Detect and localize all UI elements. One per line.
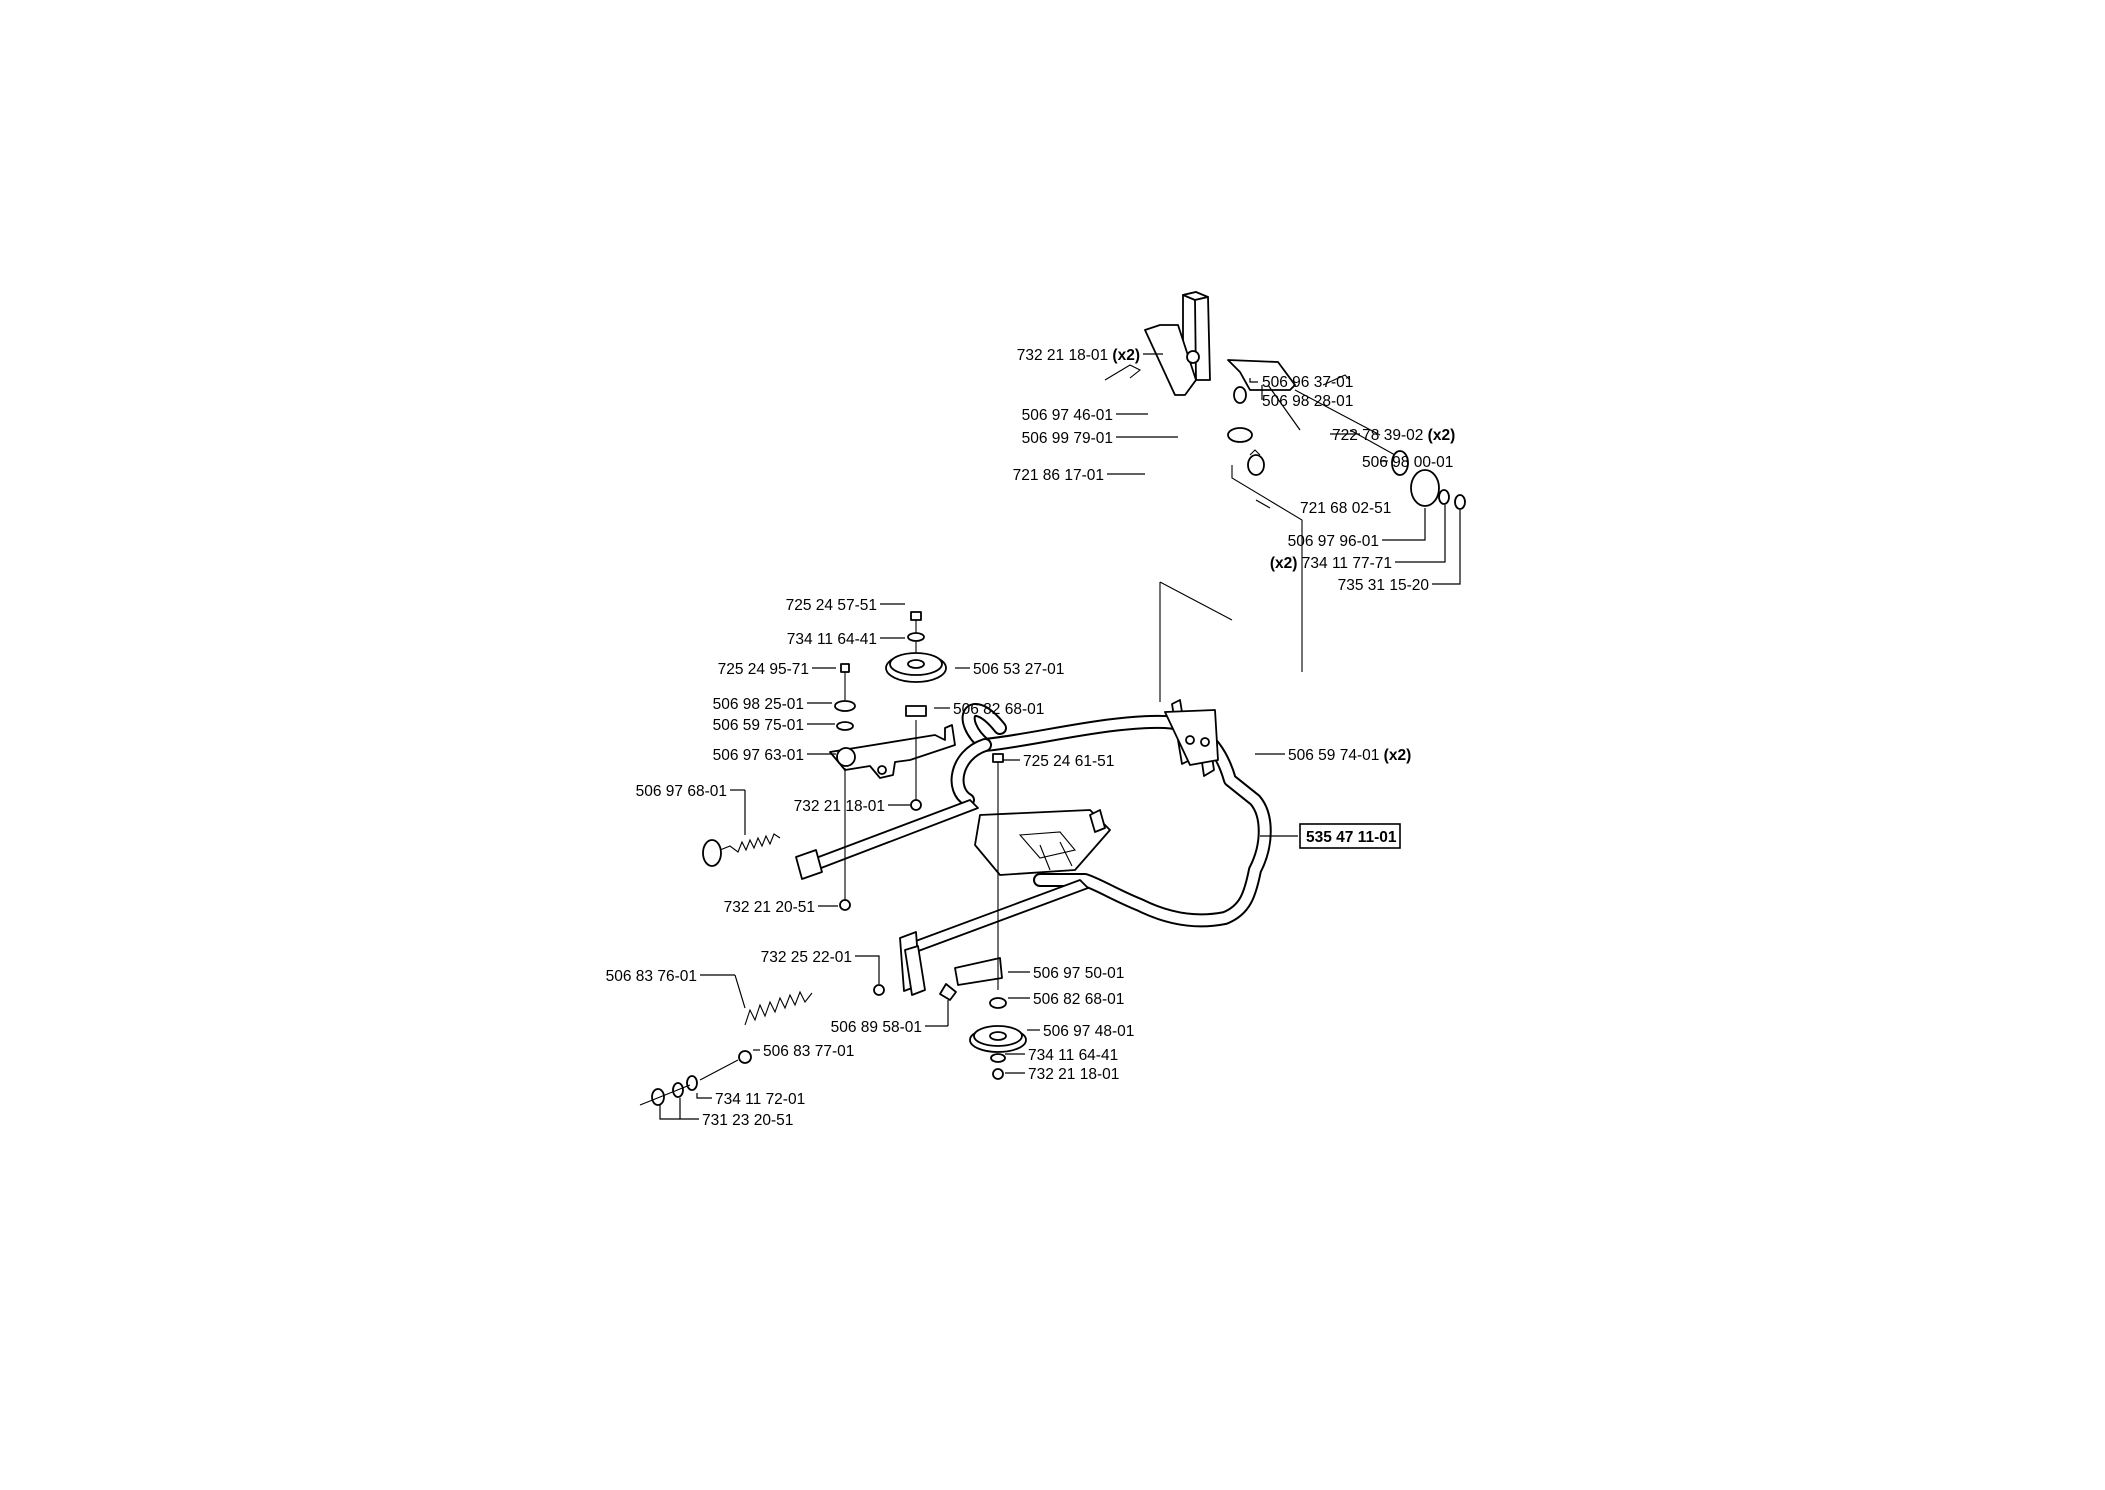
assembly-box-frame [1299, 823, 1401, 849]
part-callout-c09[interactable]: 721 68 02-51 [1300, 500, 1391, 517]
part-callout-c05[interactable]: 506 96 37-01 [1262, 374, 1353, 391]
part-callout-c23[interactable]: 506 97 68-01 [636, 783, 727, 800]
part-callout-c18[interactable]: 506 82 68-01 [953, 701, 1044, 718]
part-callout-c02[interactable]: 506 97 46-01 [1022, 407, 1113, 424]
hardware-drawing [639, 291, 1466, 1106]
part-callout-c29[interactable]: 506 82 68-01 [1033, 991, 1124, 1008]
assembly-number-label: 535 47 11-01 [1306, 829, 1397, 846]
part-callout-c22[interactable]: 725 24 61-51 [1023, 753, 1114, 770]
part-callout-c31[interactable]: 506 97 48-01 [1043, 1023, 1134, 1040]
part-callout-c19[interactable]: 506 59 75-01 [713, 717, 804, 734]
part-callout-c33[interactable]: 734 11 64-41 [1028, 1047, 1118, 1064]
part-callout-c36[interactable]: 731 23 20-51 [702, 1112, 793, 1129]
part-callout-c04[interactable]: 721 86 17-01 [1013, 467, 1104, 484]
part-callout-c17[interactable]: 506 98 25-01 [713, 696, 804, 713]
part-callout-c34[interactable]: 732 21 18-01 [1028, 1066, 1119, 1083]
part-callout-c15[interactable]: 506 53 27-01 [973, 661, 1064, 678]
part-callout-c14[interactable]: 734 11 64-41 [787, 631, 877, 648]
part-callout-c30[interactable]: 506 89 58-01 [831, 1019, 922, 1036]
part-callout-c13[interactable]: 725 24 57-51 [786, 597, 877, 614]
part-callout-c27[interactable]: 506 97 50-01 [1033, 965, 1124, 982]
part-callout-c06[interactable]: 506 98 28-01 [1262, 393, 1353, 410]
part-callout-c20[interactable]: 506 97 63-01 [713, 747, 804, 764]
part-callout-c08[interactable]: 506 98 00-01 [1362, 454, 1453, 471]
assembly-number-box[interactable]: 535 47 11-01 [1299, 823, 1401, 849]
part-callout-c32[interactable]: 506 83 77-01 [763, 1043, 854, 1060]
part-callout-c10[interactable]: 506 97 96-01 [1288, 533, 1379, 550]
frame-drawing [795, 699, 1272, 996]
part-callout-c03[interactable]: 506 99 79-01 [1022, 430, 1113, 447]
callout-labels: 732 21 18-01 (x2) 506 97 46-01 506 99 79… [606, 347, 1456, 1129]
part-callout-c28[interactable]: 506 83 76-01 [606, 968, 697, 985]
part-callout-c01[interactable]: 732 21 18-01 (x2) [1017, 347, 1140, 364]
leader-lines [659, 353, 1461, 1120]
part-callout-c26[interactable]: 732 25 22-01 [761, 949, 852, 966]
part-callout-c07[interactable]: 722 78 39-02 (x2) [1332, 427, 1455, 444]
part-callout-c16[interactable]: 725 24 95-71 [718, 661, 809, 678]
part-callout-c35[interactable]: 734 11 72-01 [715, 1091, 805, 1108]
part-callout-c21[interactable]: 506 59 74-01 (x2) [1288, 747, 1411, 764]
part-callout-c25[interactable]: 732 21 20-51 [724, 899, 815, 916]
part-callout-c12[interactable]: 735 31 15-20 [1338, 577, 1430, 594]
part-callout-c11[interactable]: (x2) 734 11 77-71 [1270, 555, 1392, 572]
part-callout-c24[interactable]: 732 21 18-01 [794, 798, 885, 815]
